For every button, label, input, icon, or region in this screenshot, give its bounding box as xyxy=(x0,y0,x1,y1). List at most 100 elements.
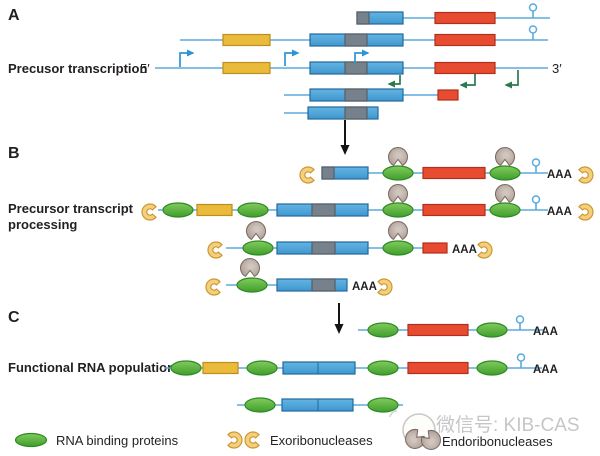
watermark-curl xyxy=(389,410,398,418)
stem-loop-icon xyxy=(531,158,541,174)
three-prime-label: 3′ xyxy=(552,61,562,76)
segment-box-gray xyxy=(356,11,370,25)
stem-loop-icon xyxy=(515,315,525,331)
poly-a-label: AAA xyxy=(452,244,477,256)
segment-box-gray xyxy=(344,33,368,47)
segment-box-gray xyxy=(344,106,368,120)
exon-box-red xyxy=(434,33,496,47)
rna-binding-protein-icon xyxy=(367,322,399,338)
poly-a-label: AAA xyxy=(533,326,558,338)
exon-box-red xyxy=(422,242,448,254)
exon-box-red xyxy=(422,203,486,217)
legend: RNA binding proteins Exoribonucleases En… xyxy=(14,410,553,454)
exon-box-red xyxy=(422,166,486,180)
exon-box-red xyxy=(437,89,459,101)
rna-binding-protein-icon xyxy=(382,165,414,181)
exoribonuclease-icon xyxy=(227,431,243,449)
rna-binding-protein-icon xyxy=(367,360,399,376)
legend-rna-binding-label: RNA binding proteins xyxy=(56,433,179,448)
segment-box-gray xyxy=(311,203,336,217)
exoribonuclease-icon xyxy=(244,431,260,449)
transcription-start-arrow xyxy=(284,49,300,66)
exon-box-yellow xyxy=(222,61,271,75)
rna-binding-protein-icon xyxy=(489,202,521,218)
rna-binding-protein-icon xyxy=(476,360,508,376)
stem-loop-icon xyxy=(531,195,541,211)
panel-b-transcript-1: AAA xyxy=(299,147,594,184)
endoribonuclease-icon xyxy=(495,184,515,203)
rna-binding-protein-icon xyxy=(242,240,274,256)
exon-box-yellow xyxy=(202,361,239,375)
rna-binding-protein-icon xyxy=(246,360,278,376)
poly-a-label: AAA xyxy=(547,206,572,218)
panel-c-transcript-3 xyxy=(237,397,403,413)
exon-box-red xyxy=(407,323,469,337)
rna-binding-protein-icon xyxy=(236,277,268,293)
rna-binding-protein-icon xyxy=(367,397,399,413)
exoribonuclease-icon xyxy=(477,241,493,259)
exoribonuclease-icon xyxy=(377,278,393,296)
endoribonuclease-icon xyxy=(495,147,515,166)
panel-b-title-line2: processing xyxy=(8,217,77,232)
exon-box-yellow xyxy=(196,203,233,217)
poly-a-label: AAA xyxy=(547,169,572,181)
exon-box-yellow xyxy=(222,33,271,47)
panel-b-title-line1: Precursor transcript xyxy=(8,201,134,216)
panel-b-transcript-3: AAA xyxy=(207,221,493,259)
exoribonuclease-icon xyxy=(141,203,157,221)
endoribonuclease-icon xyxy=(246,221,266,240)
endoribonuclease-icon xyxy=(388,147,408,166)
rna-binding-protein-icon xyxy=(489,165,521,181)
legend-exo-label: Exoribonucleases xyxy=(270,433,373,448)
exoribonuclease-icon xyxy=(578,166,594,184)
poly-a-label: AAA xyxy=(533,364,558,376)
rna-binding-protein-icon xyxy=(382,202,414,218)
rna-binding-protein-icon xyxy=(237,202,269,218)
rna-binding-protein-icon xyxy=(382,240,414,256)
panel-b-label: B xyxy=(8,145,20,162)
rna-binding-protein-icon xyxy=(162,202,194,218)
panel-c-transcript-1: AAA xyxy=(358,315,558,338)
exon-box-red xyxy=(407,361,469,375)
stem-loop-icon xyxy=(528,3,538,19)
segment-box-gray xyxy=(311,278,336,292)
segment-box-gray xyxy=(311,241,336,255)
endoribonuclease-icon xyxy=(388,221,408,240)
panel-c: C Functional RNA population AAA AAA xyxy=(8,309,558,413)
transcription-start-arrow xyxy=(179,49,195,67)
rna-binding-protein-icon xyxy=(244,397,276,413)
stem-loop-icon xyxy=(516,353,526,369)
legend-endo-label: Endoribonucleases xyxy=(442,434,553,449)
termination-arrow xyxy=(504,70,519,89)
panel-a-transcript-4 xyxy=(284,88,459,102)
panel-a: A Precusor transcription 5′ 3′ xyxy=(8,3,562,155)
segment-box-gray xyxy=(321,166,335,180)
panel-a-transcript-5 xyxy=(284,106,379,120)
five-prime-label: 5′ xyxy=(140,61,150,76)
panel-c-label: C xyxy=(8,309,20,326)
panel-b: B Precursor transcript processing AAA xyxy=(8,145,594,334)
endoribonuclease-icon xyxy=(240,258,260,277)
panel-b-transcript-4: AAA xyxy=(205,258,393,296)
exoribonuclease-icon xyxy=(205,278,221,296)
termination-arrow xyxy=(387,75,401,88)
endoribonuclease-icon xyxy=(388,184,408,203)
panel-c-transcript-2: AAA xyxy=(165,353,558,376)
panel-a-label: A xyxy=(8,7,20,24)
segment-box-gray xyxy=(344,61,368,75)
exoribonuclease-icon xyxy=(299,166,315,184)
panel-a-transcript-1 xyxy=(356,3,550,25)
spliced-exon-box-blue xyxy=(282,361,356,375)
rna-binding-protein-icon xyxy=(476,322,508,338)
stem-loop-icon xyxy=(528,25,538,41)
rna-binding-protein-icon xyxy=(14,432,48,448)
exoribonuclease-icon xyxy=(207,241,223,259)
exoribonuclease-icon xyxy=(578,203,594,221)
poly-a-label: AAA xyxy=(352,281,377,293)
panel-a-transcript-2 xyxy=(180,25,548,47)
termination-arrow xyxy=(459,74,476,89)
segment-box-gray xyxy=(344,88,368,102)
watermark-text: 微信号: KIB-CAS xyxy=(436,414,580,436)
panel-b-transcript-2: AAA xyxy=(141,184,594,221)
